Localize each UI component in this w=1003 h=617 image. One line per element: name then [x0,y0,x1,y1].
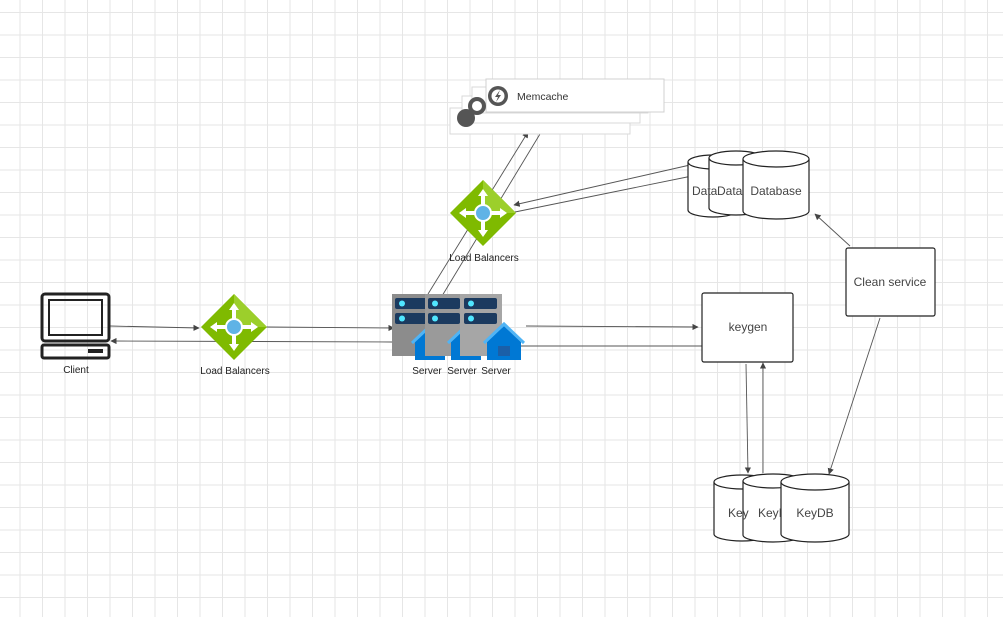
keygen-label: keygen [729,320,768,334]
server-icon [460,294,526,360]
database-label-2: Data [717,184,743,198]
client-node[interactable] [40,292,111,360]
database-label-1: Data [692,184,718,198]
server-label-1: Server [412,366,442,377]
server-label-2: Server [447,366,477,377]
keydb-cylinder [780,473,850,543]
lightning-icon [457,86,508,127]
edge-lb-to-servers [265,324,395,332]
edge-clean-to-db [814,213,851,247]
keydb-label-2: KeyI [758,506,782,520]
edge-client-to-lb [109,324,200,332]
client-label: Client [63,365,89,376]
keygen-box[interactable] [701,292,794,363]
database-cylinder [742,150,810,220]
keydb-label-3: KeyDB [796,506,833,520]
computer-icon [40,292,111,360]
clean-service-box[interactable] [845,247,936,317]
load-balancer-main[interactable] [200,293,268,361]
keydb-group[interactable] [713,473,850,543]
server-label-3: Server [481,366,511,377]
database-group[interactable] [687,150,810,220]
edge-servers-to-keygen [525,323,699,331]
database-label-3: Database [750,184,802,198]
edge-db-to-lb [513,164,691,207]
lb-main-label: Load Balancers [200,366,270,377]
edge-keygen-to-keydb [744,363,752,474]
load-balancer-icon [200,293,268,361]
edge-lb-to-db [514,175,693,213]
memcache-label: Memcache [517,91,569,103]
keydb-label-1: Key [728,506,749,520]
edge-clean-to-keydb [827,317,881,475]
lb-cache-label: Load Balancers [449,253,519,264]
server-group[interactable] [392,294,526,360]
memcache-group[interactable] [449,78,665,135]
clean-service-label: Clean service [854,275,927,289]
